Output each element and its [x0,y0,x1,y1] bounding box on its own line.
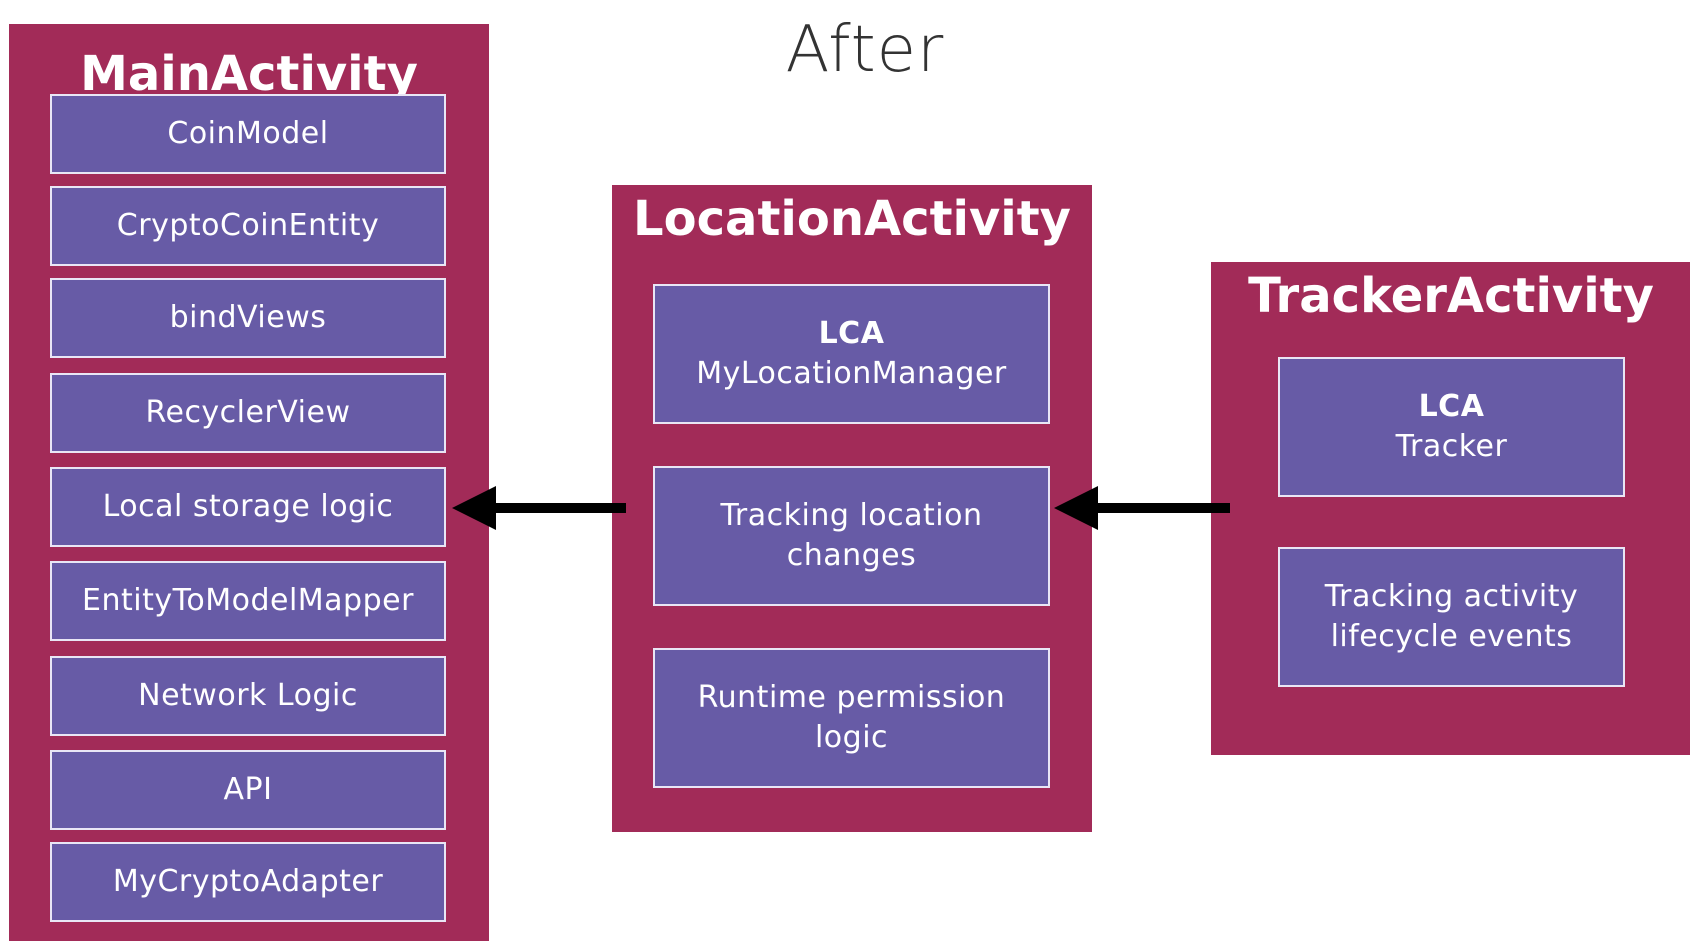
box-text-line-2: logic [814,720,889,755]
page-title: After [785,13,945,87]
box-text-line-1: Runtime permission [697,680,1006,715]
lca-label: LCA [1418,389,1485,424]
arrow-location-to-main [452,486,626,530]
main-item-bind-views: bindViews [50,278,446,358]
box-text-line-1: Tracking location [720,498,983,533]
lca-component-name: Tracker [1395,429,1508,464]
tracker-box-lifecycle-events: Tracking activity lifecycle events [1278,547,1625,687]
main-item-coin-model: CoinModel [50,94,446,174]
main-item-api: API [50,750,446,830]
main-item-recycler-view: RecyclerView [50,373,446,453]
box-text-line-2: changes [786,538,917,573]
main-activity-title: MainActivity [80,46,418,102]
lca-component-name: MyLocationManager [696,356,1007,391]
main-item-local-storage-logic: Local storage logic [50,467,446,547]
location-box-runtime-permission: Runtime permission logic [653,648,1050,788]
main-activity-panel: MainActivity CoinModel CryptoCoinEntity … [9,24,489,941]
tracker-box-lca-tracker: LCA Tracker [1278,357,1625,497]
box-text-line-1: Tracking activity [1324,579,1579,614]
main-item-my-crypto-adapter: MyCryptoAdapter [50,842,446,922]
main-item-crypto-coin-entity: CryptoCoinEntity [50,186,446,266]
tracker-activity-panel: TrackerActivity LCA Tracker Tracking act… [1211,262,1690,755]
lca-label: LCA [818,316,885,351]
box-text-line-2: lifecycle events [1330,619,1573,654]
location-box-tracking-changes: Tracking location changes [653,466,1050,606]
arrow-tracker-to-location [1054,486,1230,530]
main-item-network-logic: Network Logic [50,656,446,736]
location-activity-title: LocationActivity [633,191,1071,247]
tracker-activity-title: TrackerActivity [1248,268,1654,324]
location-box-lca-manager: LCA MyLocationManager [653,284,1050,424]
location-activity-panel: LocationActivity LCA MyLocationManager T… [612,185,1092,832]
main-item-entity-to-model-mapper: EntityToModelMapper [50,561,446,641]
